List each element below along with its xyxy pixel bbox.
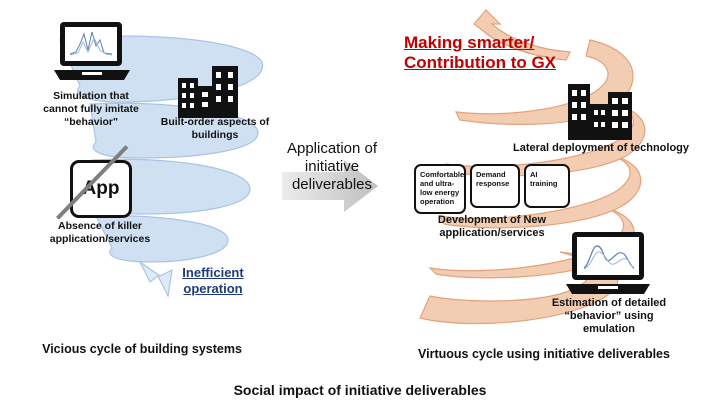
- absence-label: Absence of killer application/services: [49, 220, 151, 245]
- built-order-label: Built-order aspects of buildings: [160, 116, 270, 141]
- box-ai: AI training: [524, 164, 570, 208]
- simulation-label: Simulation that cannot fully imitate “be…: [43, 90, 139, 128]
- laptop-chart-icon: [54, 22, 130, 80]
- application-arrow: [282, 160, 378, 212]
- development-label: Development of New application/services: [437, 214, 547, 239]
- buildings-icon: [178, 66, 238, 118]
- laptop-emulation-icon: [566, 232, 650, 294]
- lateral-label: Lateral deployment of technology: [512, 142, 690, 154]
- headline: Making smarter/ Contribution to GX: [404, 33, 557, 72]
- footer-title: Social impact of initiative deliverables: [233, 382, 487, 398]
- inefficient-label: Inefficient operation: [182, 265, 244, 296]
- box-comfortable: Comfortable and ultra-low energy operati…: [414, 164, 466, 214]
- estimation-label: Estimation of detailed “behavior” using …: [551, 297, 667, 335]
- vicious-spiral: [59, 35, 264, 298]
- buildings-icon-right: [568, 84, 632, 140]
- application-label: Application of initiative deliverables: [286, 140, 378, 193]
- box-demand: Demand response: [470, 164, 520, 208]
- vicious-caption: Vicious cycle of building systems: [42, 342, 242, 356]
- virtuous-caption: Virtuous cycle using initiative delivera…: [418, 347, 670, 361]
